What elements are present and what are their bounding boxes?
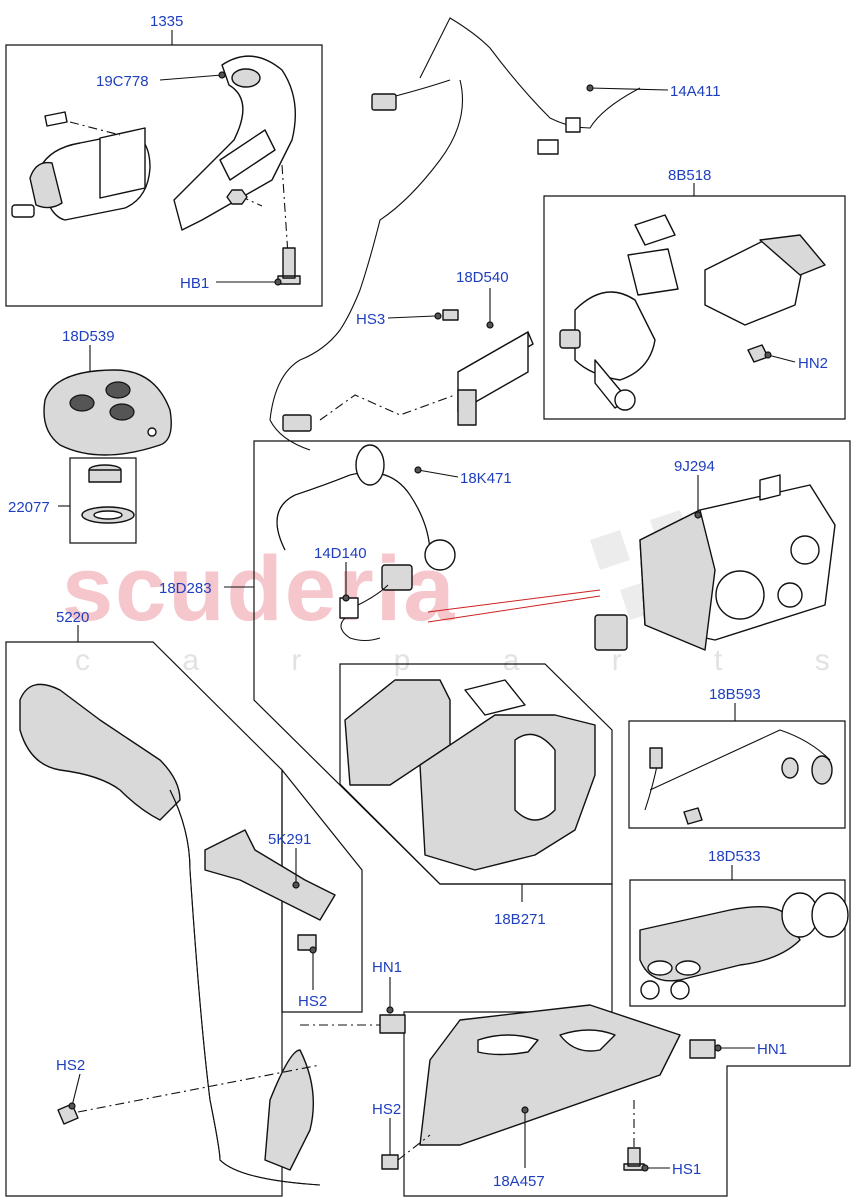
bolt-line-actuator [69, 121, 121, 136]
callout-HS2-c: HS2 [372, 1101, 401, 1118]
cap-set-22077 [81, 464, 135, 524]
callout-HB1: HB1 [180, 275, 209, 292]
leader-lines [58, 30, 796, 1169]
red-leader-1 [427, 589, 601, 613]
pump-8B518 [559, 214, 826, 411]
group-box-5K291 [281, 768, 363, 1013]
bracket-5K291 [204, 829, 336, 921]
group-box-18B593 [628, 720, 846, 829]
covers-18B271 [344, 679, 596, 871]
callout-18D539: 18D539 [62, 328, 115, 345]
callout-1335: 1335 [150, 13, 183, 30]
group-box-18B271 [339, 663, 613, 885]
callout-18B593: 18B593 [709, 686, 761, 703]
bolt-line-hb1 [281, 164, 290, 271]
pipe-18D533 [639, 892, 849, 1000]
callout-14A411: 14A411 [670, 83, 721, 100]
leader-dots [68, 71, 772, 1172]
key-fob-18D539 [43, 369, 172, 456]
pipe-18B593 [644, 729, 833, 825]
callout-5220: 5220 [56, 609, 89, 626]
callout-18K471: 18K471 [460, 470, 512, 487]
callout-labels: 1335 19C778 HB1 14A411 8B518 18D540 HS3 … [8, 13, 828, 1190]
group-box-1335 [5, 44, 323, 307]
bolt-hb1 [277, 247, 301, 285]
callout-18B271: 18B271 [494, 911, 546, 928]
callout-22077: 22077 [8, 499, 50, 516]
callout-HS2-a: HS2 [298, 993, 327, 1010]
hs3-dot [434, 312, 442, 320]
group-box-8B518 [543, 195, 846, 420]
group-box-22077 [69, 457, 137, 544]
connector-14D140 [339, 564, 413, 642]
callout-5K291: 5K291 [268, 831, 311, 848]
bracket-19C778 [173, 55, 297, 231]
callout-14D140: 14D140 [314, 545, 367, 562]
callout-18D533: 18D533 [708, 848, 761, 865]
callout-HN2: HN2 [798, 355, 828, 372]
callout-HS2-b: HS2 [56, 1057, 85, 1074]
harness-link-line [319, 394, 456, 421]
red-leader-2 [427, 595, 601, 623]
callout-HN1-b: HN1 [757, 1041, 787, 1058]
callout-HS1: HS1 [672, 1161, 701, 1178]
nut-1335 [226, 189, 248, 205]
bolt-hs3 [442, 309, 459, 321]
module-18D540 [457, 331, 534, 426]
heater-9J294 [594, 474, 836, 651]
callout-HS3: HS3 [356, 311, 385, 328]
harness-14A411 [269, 17, 641, 451]
shield-18A457 [419, 1004, 681, 1146]
callout-19C778: 19C778 [96, 73, 149, 90]
callout-18A457: 18A457 [493, 1173, 545, 1190]
pipe-5220 [19, 683, 321, 1186]
callout-18D283: 18D283 [159, 580, 212, 597]
group-box-18D533 [629, 879, 846, 1007]
dash-hs2-c [397, 1134, 431, 1161]
dash-hs2-b [77, 1064, 321, 1113]
grommet-hn1-a [379, 1014, 406, 1034]
bolt-hs1 [623, 1147, 645, 1171]
callout-8B518: 8B518 [668, 167, 711, 184]
callout-HN1-a: HN1 [372, 959, 402, 976]
grommet-hn1-b [689, 1039, 716, 1059]
actuator-part [11, 111, 151, 221]
bolt-hs2-c [381, 1154, 399, 1170]
hose-18K471 [276, 444, 456, 571]
watermark-sub: c a r p a r t s [75, 644, 859, 677]
callout-18D540: 18D540 [456, 269, 509, 286]
callout-9J294: 9J294 [674, 458, 715, 475]
